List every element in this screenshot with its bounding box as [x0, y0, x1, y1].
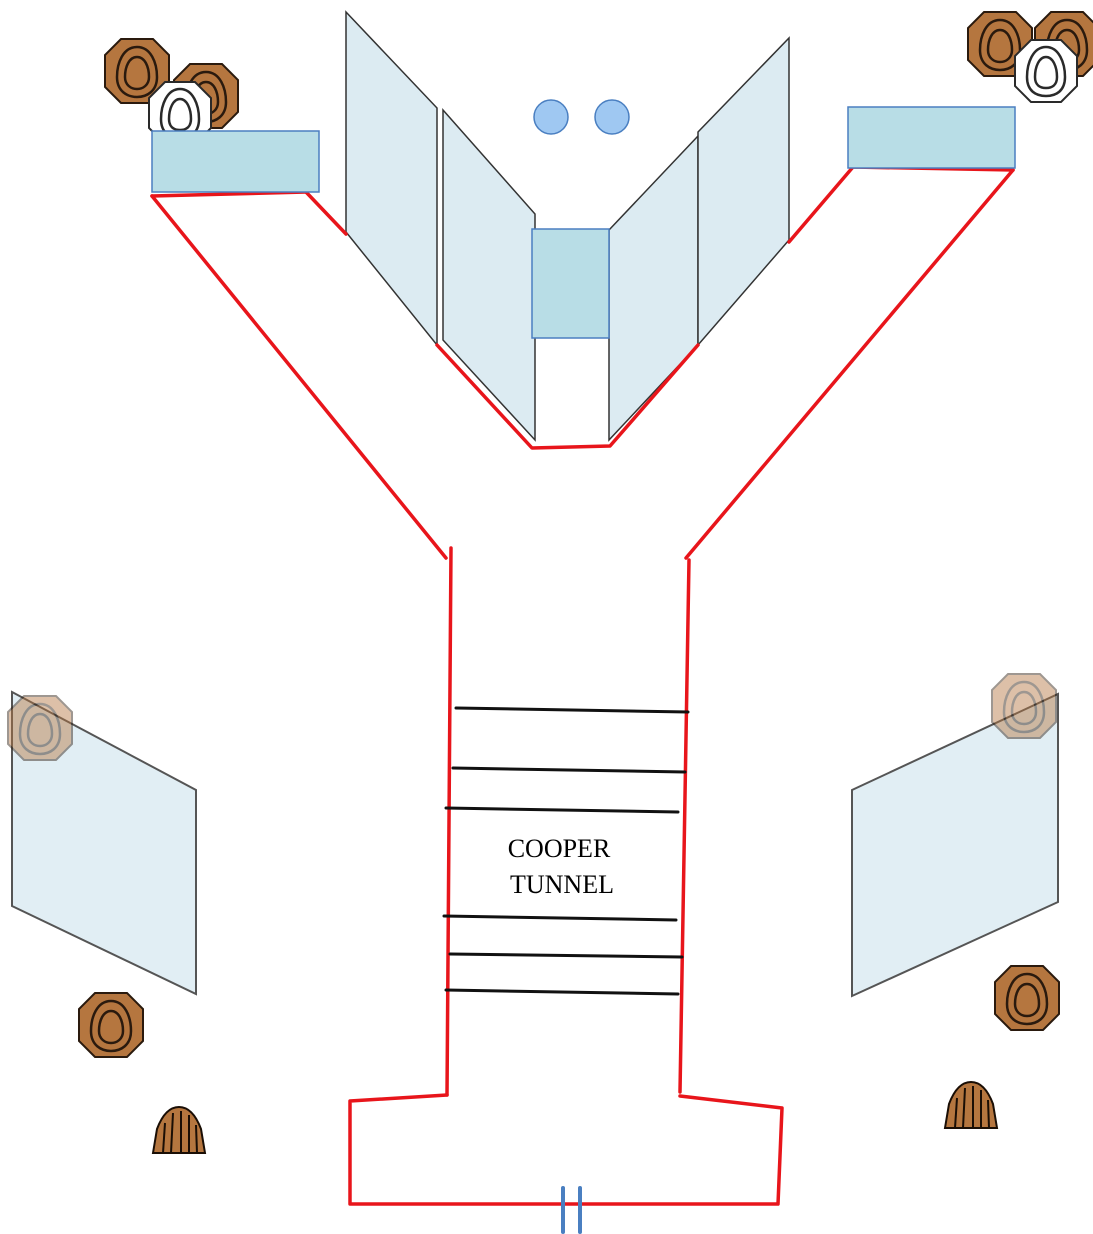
fault-line [684, 168, 1015, 560]
steel-target-icon [993, 964, 1061, 1032]
fault-line [445, 546, 453, 1097]
tunnel-label-line2: TUNNEL [510, 870, 614, 899]
fault-line [787, 165, 1015, 244]
tunnel-slat [442, 914, 678, 922]
wall-panel [851, 692, 1059, 998]
cooper-tunnel-slats [442, 706, 690, 996]
popper-icon [944, 1081, 998, 1129]
no-shoot-target-icon [1013, 38, 1079, 104]
mini-popper-icon [594, 99, 630, 135]
barrel-box [531, 228, 610, 339]
wall-panel [697, 36, 790, 348]
steel-target-icon [77, 991, 145, 1059]
tunnel-slat [448, 952, 684, 959]
tunnel-fault-lines [445, 546, 691, 1097]
fault-line [304, 190, 348, 236]
wall-panel [442, 108, 536, 442]
steel-target-icon [6, 694, 74, 762]
tunnel-label-line1: COOPER [508, 834, 611, 863]
top-left-targets [103, 37, 240, 146]
top-barrels [151, 106, 1016, 339]
mini-poppers [533, 99, 630, 135]
tunnel-slat [444, 806, 680, 814]
barrel-box [847, 106, 1016, 169]
steel-target-icon [990, 672, 1058, 740]
fault-line [678, 558, 691, 1094]
barrel-box [151, 130, 320, 193]
popper-icon [152, 1106, 206, 1154]
fault-line [348, 1093, 784, 1206]
tunnel-slat [451, 766, 687, 774]
right-side-area [851, 672, 1061, 1129]
left-side-area [6, 690, 206, 1154]
tunnel-slat [454, 706, 690, 714]
wall-panel [345, 10, 438, 348]
start-box-fault-lines [348, 1093, 784, 1206]
tunnel-slat [444, 988, 680, 996]
fault-line [435, 343, 700, 450]
start-position-icon [561, 1186, 582, 1234]
top-wall-panels [345, 10, 790, 442]
fault-line [150, 194, 448, 560]
mini-popper-icon [533, 99, 569, 135]
wall-panel [11, 690, 197, 996]
top-fault-lines [150, 165, 1015, 560]
top-right-targets [966, 10, 1093, 104]
